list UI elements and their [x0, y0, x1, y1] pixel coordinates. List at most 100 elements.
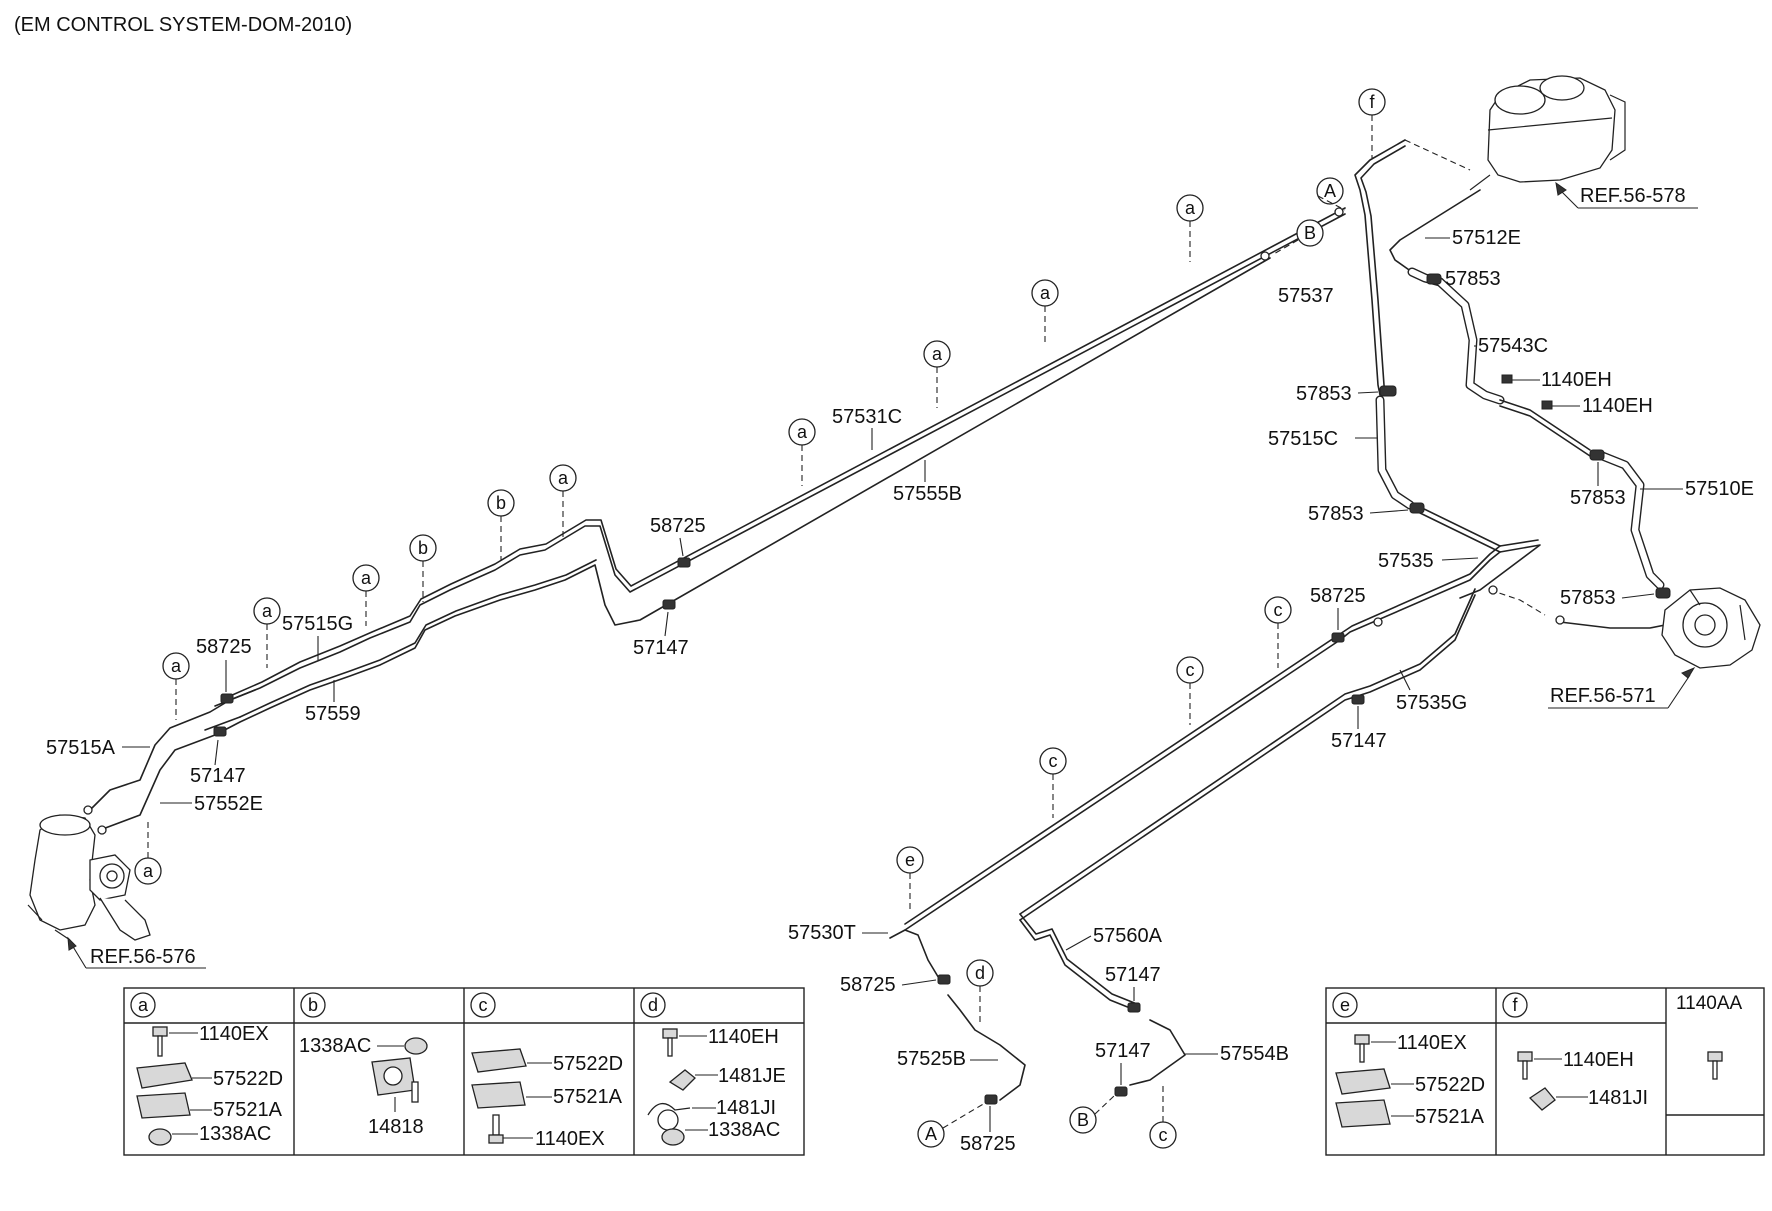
svg-text:a: a	[797, 422, 808, 442]
pipe-57555b-upper	[239, 559, 597, 718]
svg-text:f: f	[1369, 92, 1375, 112]
fitting-57147-top	[662, 599, 676, 610]
bolt-icon	[1707, 1051, 1723, 1062]
label-57543c: 57543C	[1478, 335, 1548, 357]
svg-text:f: f	[1512, 995, 1518, 1015]
callout-d: d	[966, 959, 994, 1025]
label-57559: 57559	[305, 703, 361, 725]
callout-B-bot: B	[1069, 1094, 1116, 1134]
label-57853-1: 57853	[1296, 383, 1352, 405]
label-57147-top: 57147	[633, 637, 689, 659]
pipe-57535-upper	[1417, 505, 1501, 553]
clamp-57853-3	[1426, 273, 1442, 285]
label-57147-left: 57147	[190, 765, 246, 787]
label-58725-mid: 58725	[1310, 585, 1366, 607]
legend-c-57521a: 57521A	[553, 1086, 623, 1108]
label-57853-2: 57853	[1308, 503, 1364, 525]
label-57530t: 57530T	[788, 922, 856, 944]
label-57531c: 57531C	[832, 406, 902, 428]
pipe-stub-b	[204, 716, 241, 731]
ref-56-578: REF.56-578	[1580, 185, 1686, 207]
pipe-57525b	[947, 994, 1026, 1101]
legend-e-57521a: 57521A	[1415, 1106, 1485, 1128]
legend-a-57522d: 57522D	[213, 1068, 283, 1090]
callout-a-3: a	[923, 340, 951, 408]
legend-f-1140eh: 1140EH	[1563, 1049, 1634, 1071]
label-57147-low: 57147	[1105, 964, 1161, 986]
pipe-pump-link	[1559, 621, 1681, 629]
pipe-57537-2	[1360, 145, 1406, 396]
fitting-58725-mid	[1331, 632, 1345, 643]
callout-a-2: a	[1031, 279, 1059, 346]
legend-c-57522d: 57522D	[553, 1053, 623, 1075]
legend-table-left: a b c d 1140EX 57522D 57521A 1338AC 1338…	[123, 987, 805, 1156]
fitting-58725-bot	[984, 1094, 998, 1105]
svg-text:b: b	[418, 538, 428, 558]
svg-text:a: a	[138, 995, 149, 1015]
svg-text:a: a	[143, 861, 154, 881]
callout-a-4: a	[788, 418, 816, 486]
callout-B-top: B	[1271, 219, 1324, 256]
label-57147-mid: 57147	[1331, 730, 1387, 752]
label-57510e: 57510E	[1685, 478, 1754, 500]
callout-a-9: a	[134, 820, 162, 885]
legend-d-1481ji: 1481JI	[716, 1097, 776, 1119]
callout-f: f	[1358, 88, 1386, 158]
svg-text:b: b	[496, 493, 506, 513]
legend-f-1481ji: 1481JI	[1588, 1087, 1648, 1109]
svg-text:A: A	[925, 1124, 937, 1144]
callout-c-4: c	[1149, 1085, 1177, 1149]
fitting-57147-mid	[1351, 694, 1365, 705]
pipe-57535	[1459, 539, 1541, 599]
svg-text:b: b	[308, 995, 318, 1015]
label-57555b: 57555B	[893, 483, 962, 505]
svg-text:a: a	[932, 344, 943, 364]
label-58725-low: 58725	[840, 974, 896, 996]
callout-a-6: a	[352, 564, 380, 626]
legend-header-b: b	[300, 992, 326, 1018]
legend-header-f: f	[1502, 992, 1528, 1018]
label-57853-3: 57853	[1445, 268, 1501, 290]
pipe-stub-a	[214, 689, 256, 707]
label-57853-5: 57853	[1560, 587, 1616, 609]
label-57560a: 57560A	[1093, 925, 1163, 947]
power-steering-pump	[1661, 587, 1761, 669]
reservoir	[1404, 75, 1626, 191]
pipe-57535g-2	[1019, 588, 1476, 915]
svg-text:a: a	[558, 468, 569, 488]
callout-a-5: a	[549, 464, 577, 540]
fitting-57147-left	[213, 726, 227, 737]
label-57552e: 57552E	[194, 793, 263, 815]
svg-text:a: a	[1040, 283, 1051, 303]
label-57537: 57537	[1278, 285, 1334, 307]
clamp-57853-4	[1589, 449, 1605, 461]
svg-text:c: c	[1274, 600, 1283, 620]
svg-text:e: e	[905, 850, 915, 870]
callout-c-1: c	[1264, 596, 1292, 668]
clamp-57853-5	[1655, 587, 1671, 599]
legend-a-57521a: 57521A	[213, 1099, 283, 1121]
svg-text:c: c	[479, 995, 488, 1015]
label-57535g: 57535G	[1396, 692, 1467, 714]
svg-text:c: c	[1159, 1125, 1168, 1145]
label-57554b: 57554B	[1220, 1043, 1289, 1065]
callout-A-top: A	[1316, 177, 1346, 211]
svg-text:d: d	[975, 963, 985, 983]
pipe-57555b	[99, 257, 1271, 831]
fitting-58725-left	[220, 693, 234, 704]
label-1140eh-1: 1140EH	[1541, 369, 1612, 391]
fitting-57147-bot	[1114, 1086, 1128, 1097]
label-58725-bot: 58725	[960, 1133, 1016, 1155]
pipe-57537	[1354, 139, 1406, 396]
pipe-pump-dash	[1489, 589, 1546, 616]
fittings	[83, 207, 1671, 1105]
pipe-57560a-2	[1019, 913, 1138, 1005]
pipe-57535g	[1019, 594, 1476, 921]
svg-text:e: e	[1340, 995, 1350, 1015]
svg-text:B: B	[1077, 1110, 1089, 1130]
svg-text:c: c	[1049, 751, 1058, 771]
callout-c-3: c	[1039, 747, 1067, 818]
legend-header-c: c	[470, 992, 496, 1018]
callouts: a a a a a b b a a a a A B f c c c e d A …	[134, 88, 1386, 1149]
